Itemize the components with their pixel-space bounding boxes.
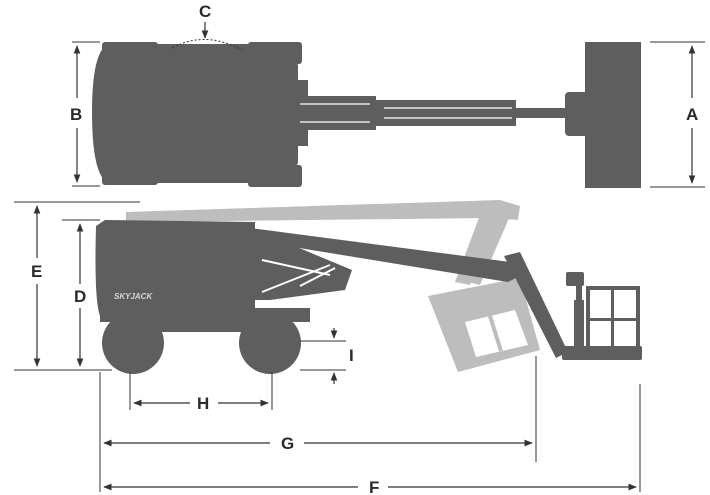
top-view: C B A [70, 2, 705, 188]
side-view: SKYJACK [14, 200, 642, 495]
top-view-boom-base [296, 96, 376, 130]
top-view-wheel-front-left [102, 42, 158, 62]
dimension-label-f: F [369, 478, 379, 495]
top-view-boom-jib [514, 108, 574, 118]
tail-swing-arc [171, 39, 243, 51]
dimension-label-a: A [686, 105, 698, 124]
top-view-wheel-front-right [102, 165, 158, 185]
raised-boom [250, 228, 522, 282]
top-view-boom-main [376, 100, 516, 126]
dimension-label-b: B [70, 105, 82, 124]
side-view-front-wheel [102, 312, 164, 374]
dimension-label-h: H [197, 394, 209, 413]
stowed-boom [126, 200, 520, 222]
side-view-turret [95, 220, 255, 316]
raised-platform [562, 272, 642, 360]
top-view-wheel-rear-left [248, 42, 302, 64]
dimension-label-i: I [349, 346, 354, 365]
stowed-platform [428, 278, 540, 372]
dimension-label-d: D [74, 287, 86, 306]
top-view-wheel-rear-right [248, 165, 302, 187]
top-view-turret [92, 44, 275, 183]
skyjack-logo: SKYJACK [114, 292, 153, 301]
dimension-label-c: C [199, 2, 211, 21]
dimension-label-g: G [281, 434, 294, 453]
top-view-platform [585, 42, 641, 188]
dimension-label-e: E [31, 262, 42, 281]
